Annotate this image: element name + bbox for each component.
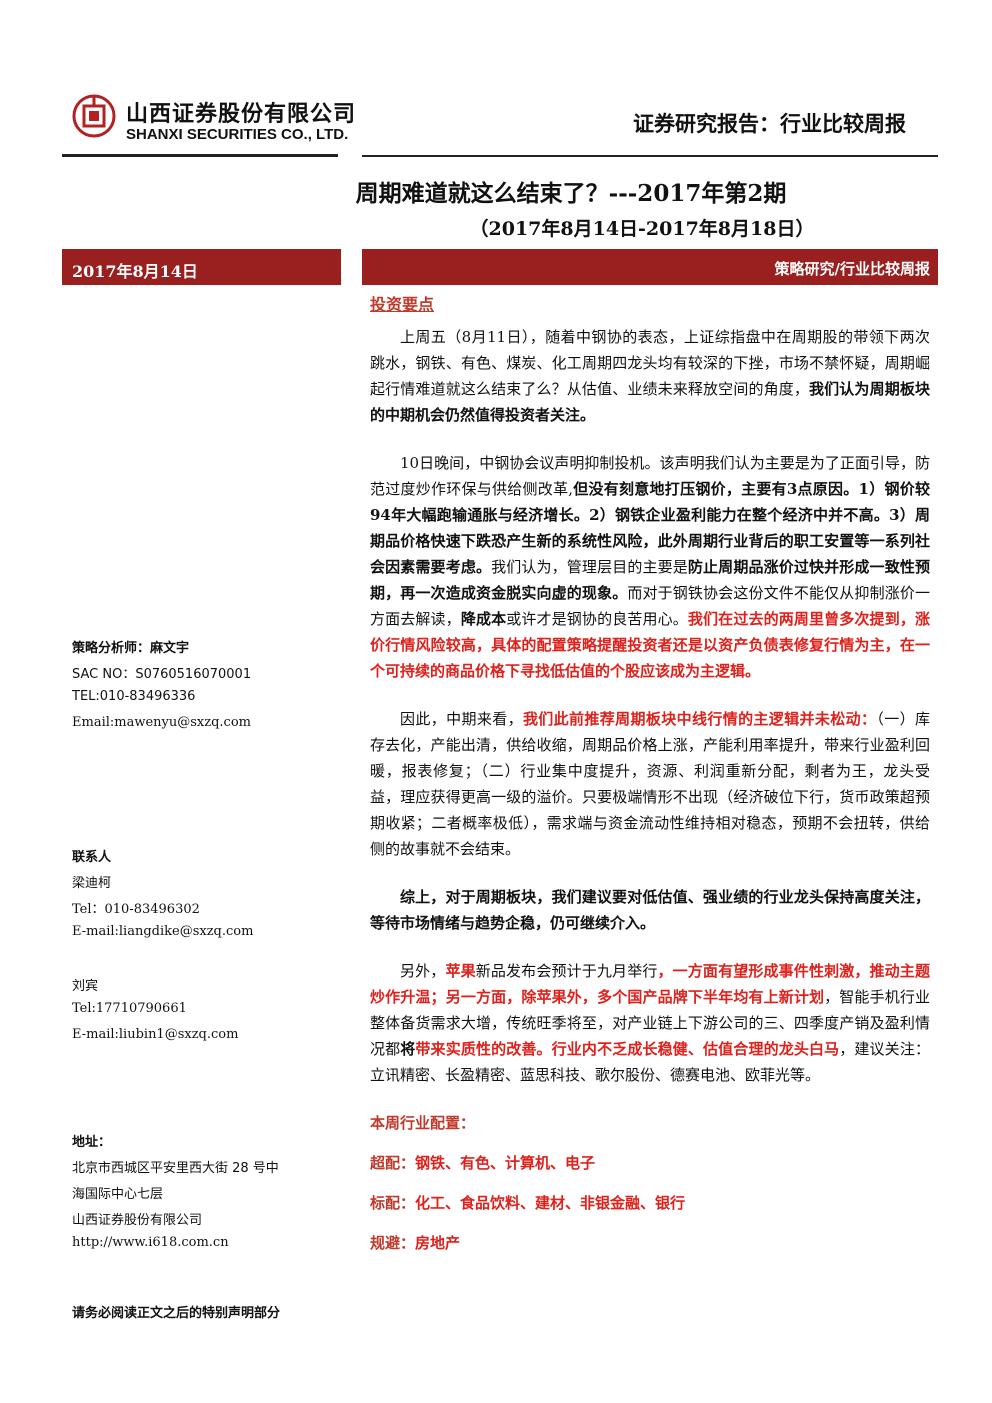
- p2-text-a: 10日晚间，中钢协会议声明抑制投机。该声明我们认为主要是为了正面引导，防范过度炒…: [370, 454, 930, 498]
- p5-red-g: 带来实质性的改善。行业内不乏成长稳健、估值合理的龙头白马: [415, 1040, 840, 1058]
- paragraph-2: 10日晚间，中钢协会议声明抑制投机。该声明我们认为主要是为了正面引导，防范过度炒…: [370, 450, 930, 684]
- avoid-label: 规避：: [370, 1234, 416, 1252]
- contact2-tel: Tel:17710790661: [72, 1001, 187, 1016]
- contact2-email: E-mail:liubin1@sxzq.com: [72, 1027, 239, 1042]
- header-divider: [362, 155, 938, 157]
- standard-value: 化工、食品饮料、建材、非银金融、银行: [415, 1194, 686, 1212]
- p5-text-e: ，智能手机行业整体备货需求大增，传统旺季将至，对产业链上下游公司的三、四季度产销…: [370, 988, 930, 1058]
- contact2-name: 刘宾: [72, 979, 99, 994]
- paragraph-1: 上周五（8月11日），随着中钢协的表态，上证综指盘中在周期股的带领下两次跳水，钢…: [370, 324, 930, 428]
- p3-text-c: （一）库存去化，产能出清，供给收缩，周期品价格上涨，产能利用率提升，带来行业盈利…: [370, 710, 930, 858]
- p3-red-b: 我们此前推荐周期板块中线行情的主逻辑并未松动：: [522, 710, 877, 728]
- overweight-value: 钢铁、有色、计算机、电子: [415, 1154, 596, 1172]
- contact1-email: E-mail:liangdike@sxzq.com: [72, 924, 254, 939]
- standard-label: 标配：: [370, 1194, 416, 1212]
- contact1-name: 梁迪柯: [72, 876, 112, 891]
- p5-text-a: 另外，: [400, 962, 446, 980]
- section-title: 投资要点: [370, 295, 435, 314]
- address-line3: 山西证券股份有限公司: [72, 1213, 203, 1228]
- address-line1: 北京市西城区平安里西大街 28 号中: [72, 1161, 279, 1176]
- analyst-name: 策略分析师：麻文宇: [72, 641, 190, 656]
- p1-text: 上周五（8月11日），随着中钢协的表态，上证综指盘中在周期股的带领下两次跳水，钢…: [370, 328, 930, 398]
- allocation-avoid: 规避：房地产: [370, 1230, 930, 1256]
- allocation-title-text: 本周行业配置：: [370, 1114, 476, 1132]
- p5-text-h: ，建议关注：立讯精密、长盈精密、蓝思科技、歌尔股份、德赛电池、欧菲光等。: [370, 1040, 930, 1084]
- p5-bold-f: 将: [400, 1040, 416, 1058]
- overweight-label: 超配：: [370, 1154, 416, 1172]
- p2-text-c: 我们认为，管理层目的主要是: [491, 558, 688, 576]
- main-body: 投资要点 上周五（8月11日），随着中钢协的表态，上证综指盘中在周期股的带领下两…: [370, 292, 930, 1270]
- allocation-overweight: 超配：钢铁、有色、计算机、电子: [370, 1150, 930, 1176]
- company-logo-icon: [72, 94, 116, 138]
- report-date: 2017年8月14日: [72, 262, 198, 281]
- p2-bold-b: 但没有刻意地打压钢价，主要有3点原因。1）钢价较94年大幅跑输通胀与经济增长。2…: [370, 480, 930, 576]
- category-bar: [362, 249, 938, 285]
- report-date-range: （2017年8月14日-2017年8月18日）: [469, 218, 815, 240]
- address-title: 地址：: [72, 1135, 112, 1150]
- website-link[interactable]: http://www.i618.com.cn: [72, 1235, 229, 1250]
- p5-red-b: 苹果: [445, 962, 476, 980]
- p5-text-c: 新品发布会预计于九月举行: [475, 962, 658, 980]
- p2-red-h: 我们在过去的两周里曾多次提到，涨价行情风险较高，具体的配置策略提醒投资者还是以资…: [370, 610, 930, 680]
- date-bar: [62, 249, 341, 285]
- report-title: 周期难道就这么结束了？---2017年第2期: [355, 180, 787, 207]
- paragraph-5: 另外，苹果新品发布会预计于九月举行，一方面有望形成事件性刺激，推动主题炒作升温；…: [370, 958, 930, 1088]
- contact-title: 联系人: [72, 850, 112, 865]
- avoid-value: 房地产: [415, 1234, 461, 1252]
- p2-text-g: 或许才是钢协的良苦用心。: [506, 610, 688, 628]
- company-name-cn: 山西证券股份有限公司: [126, 102, 357, 127]
- company-name-en: SHANXI SECURITIES CO., LTD.: [126, 126, 349, 143]
- p1-bold: 我们认为周期板块的中期机会仍然值得投资者关注。: [370, 380, 930, 424]
- disclaimer-note: 请务必阅读正文之后的特别声明部分: [72, 1306, 281, 1321]
- logo-divider: [62, 154, 338, 157]
- contact1-tel: Tel：010-83496302: [72, 902, 200, 917]
- p3-text-a: 因此，中期来看，: [400, 710, 523, 728]
- allocation-standard: 标配：化工、食品饮料、建材、非银金融、银行: [370, 1190, 930, 1216]
- report-type: 证券研究报告：行业比较周报: [633, 112, 906, 136]
- p5-red-d: ，一方面有望形成事件性刺激，推动主题炒作升温；另一方面，除苹果外，多个国产品牌下…: [370, 962, 930, 1006]
- paragraph-3: 因此，中期来看，我们此前推荐周期板块中线行情的主逻辑并未松动：（一）库存去化，产…: [370, 706, 930, 862]
- p2-bold-f: 降成本: [460, 610, 507, 628]
- paragraph-4: 综上，对于周期板块，我们建议要对低估值、强业绩的行业龙头保持高度关注，等待市场情…: [370, 888, 930, 932]
- p2-text-e: 而对于钢铁协会这份文件不能仅从抑制涨价一方面去解读，: [370, 584, 930, 628]
- analyst-tel: TEL:010-83496336: [72, 689, 196, 704]
- analyst-email: Email:mawenyu@sxzq.com: [72, 715, 251, 730]
- allocation-title: 本周行业配置：: [370, 1110, 930, 1136]
- analyst-sac: SAC NO：S0760516070001: [72, 667, 252, 682]
- address-line2: 海国际中心七层: [72, 1187, 164, 1202]
- report-category: 策略研究/行业比较周报: [774, 260, 930, 278]
- p2-bold-d: 防止周期品涨价过快并形成一致性预期，再一次造成资金脱实向虚的现象。: [370, 558, 930, 602]
